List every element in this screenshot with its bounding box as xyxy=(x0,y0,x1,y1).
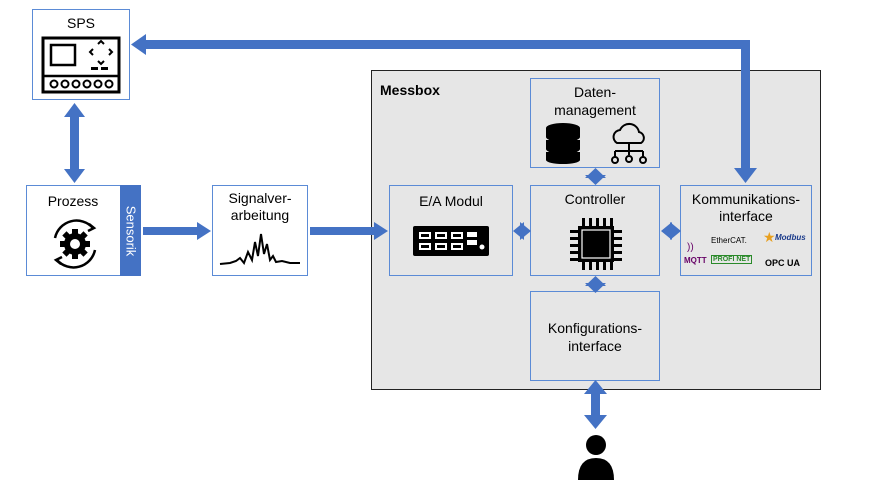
signal-label-line1: Signalver- xyxy=(228,190,292,206)
controller-label: Controller xyxy=(564,191,626,207)
opcua-logo: OPC UA xyxy=(765,258,801,268)
signalverarbeitung-box: Signalver- arbeitung xyxy=(212,185,308,276)
plc-icon xyxy=(41,36,121,94)
ethercat-logo: EtherCAT. xyxy=(711,236,747,245)
process-gear-icon xyxy=(53,219,97,269)
arrow-controller-konfig xyxy=(585,276,606,293)
database-icon xyxy=(546,123,580,164)
modbus-logo: Modbus xyxy=(775,233,806,242)
messbox-title: Messbox xyxy=(380,82,440,98)
signal-waveform-icon xyxy=(219,233,300,266)
mqtt-logo: MQTT xyxy=(684,256,707,265)
komm-label-line1: Kommunikations- xyxy=(691,191,801,207)
prozess-label: Prozess xyxy=(47,193,99,209)
arrow-sps-komm xyxy=(131,34,757,183)
konfigurationsinterface-box: Konfigurations- interface xyxy=(530,291,660,381)
daten-label-line2: management xyxy=(554,102,636,118)
arrow-ea-controller xyxy=(513,222,531,240)
mqtt-wifi-icon: )) xyxy=(687,242,694,253)
arrow-daten-controller xyxy=(585,168,606,185)
user-icon xyxy=(578,435,614,480)
sensorik-bar: Sensorik xyxy=(120,185,141,276)
daten-label-line1: Daten- xyxy=(573,84,617,100)
controller-box: Controller xyxy=(530,185,660,276)
ea-label: E/A Modul xyxy=(419,193,483,209)
io-module-icon xyxy=(413,226,489,256)
sps-label: SPS xyxy=(66,15,95,31)
konfig-label-line2: interface xyxy=(568,338,622,354)
kommunikationsinterface-box: Kommunikations- interface EtherCAT. ★ Mo… xyxy=(680,185,812,276)
komm-label-line2: interface xyxy=(719,208,773,224)
arrow-konfig-user xyxy=(584,380,607,429)
profinet-logo: PROFI NET xyxy=(711,255,753,264)
sps-box: SPS xyxy=(32,9,130,100)
cloud-network-icon xyxy=(611,122,647,164)
arrow-prozess-signal xyxy=(143,222,211,240)
modbus-star-icon: ★ xyxy=(763,229,776,245)
datenmanagement-box: Daten- management xyxy=(530,78,660,168)
arrow-signal-ea xyxy=(310,222,388,240)
ea-modul-box: E/A Modul xyxy=(389,185,513,276)
konfig-label-line1: Konfigurations- xyxy=(547,320,643,336)
signal-label-line2: arbeitung xyxy=(230,207,290,223)
arrow-sps-prozess xyxy=(64,103,85,183)
microchip-icon xyxy=(570,218,622,270)
arrow-controller-komm xyxy=(661,222,681,240)
